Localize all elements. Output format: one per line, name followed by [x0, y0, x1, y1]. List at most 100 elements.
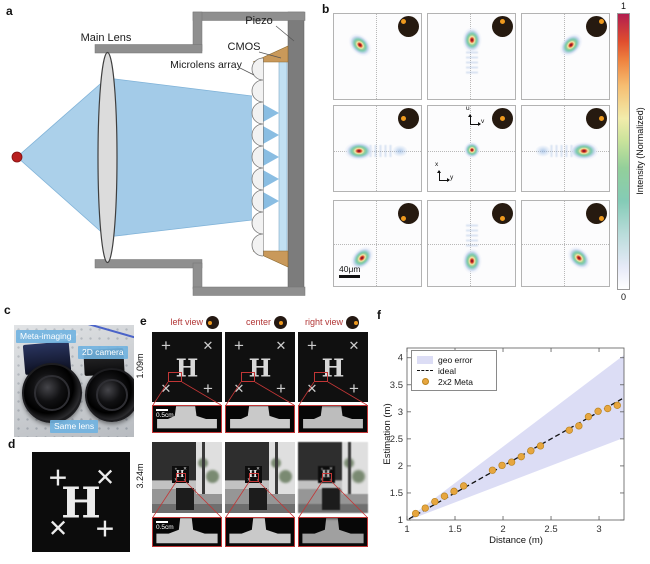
- h-serif-closeup: [303, 406, 363, 429]
- diffraction-ripples: [465, 50, 478, 75]
- psf-cell-center: u v x y: [427, 105, 516, 192]
- meta-data-point: [584, 413, 593, 421]
- cmos-strip: [278, 56, 288, 256]
- left-aperture-icon: [206, 316, 219, 329]
- diffraction-ripples: [549, 145, 576, 158]
- bright-window: [196, 442, 222, 494]
- h-serif-closeup: [230, 406, 290, 429]
- mark-cross: ✕: [183, 466, 187, 471]
- psf-cell-top-left: [333, 13, 422, 100]
- crosshair-hline: [522, 243, 609, 245]
- legend-meta: 2x2 Meta: [417, 376, 491, 387]
- legend-geo-error: geo error: [417, 354, 491, 365]
- legend-label: 2x2 Meta: [438, 376, 473, 387]
- aperture-icon: [492, 16, 513, 37]
- converging-beam: [107, 78, 252, 237]
- right-aperture-icon: [346, 316, 359, 329]
- x-tick-label: 3: [596, 524, 601, 535]
- mark-plus: +: [203, 379, 213, 398]
- aperture-icon: [398, 16, 419, 37]
- mark-cross: ✕: [348, 338, 360, 353]
- u-axis-label: u: [466, 105, 470, 112]
- target-cross-mark: ✕: [94, 464, 116, 492]
- window-frame: [275, 442, 278, 494]
- aperture-icon: [492, 203, 513, 224]
- meta-data-point: [440, 492, 449, 500]
- psf-grid: u v x y 40μm: [333, 13, 610, 287]
- panel-f-label: f: [377, 308, 381, 322]
- panel-a-label: a: [6, 4, 13, 18]
- meta-data-point: [527, 447, 535, 455]
- equipment: [176, 488, 194, 510]
- v-axis-label: v: [481, 118, 485, 125]
- photo-1m-right: + ✕ H ✕ +: [298, 332, 368, 402]
- mark-cross: ✕: [329, 466, 333, 471]
- dot-swatch-icon: [417, 378, 433, 385]
- zoom-roi-box: [314, 372, 328, 382]
- mark-h: H: [175, 470, 185, 480]
- crosshair-hline: [334, 243, 421, 245]
- chart-legend: geo error ideal 2x2 Meta: [411, 350, 497, 391]
- point-source-dot: [11, 151, 23, 163]
- crop-1m-center: [225, 405, 295, 433]
- psf-blob: [554, 29, 587, 62]
- meta-data-point: [421, 504, 429, 512]
- center-aperture-icon: [274, 316, 287, 329]
- mark-cross: ✕: [202, 338, 214, 353]
- meta-data-point: [508, 458, 516, 466]
- main-lens-shape: [97, 51, 118, 264]
- panel-b-label: b: [322, 2, 330, 16]
- meta-data-point: [450, 487, 458, 495]
- xy-axes-icon: x y: [435, 161, 457, 184]
- calibration-target: + ✕ H ✕ +: [32, 452, 130, 552]
- mark-cross: ✕: [275, 338, 287, 353]
- 2d-camera-lens: [85, 368, 134, 422]
- multiview-panel: e left view center right view 1.09m 3.24…: [130, 300, 380, 558]
- label-pointers: [239, 25, 295, 76]
- meta-data-point: [488, 466, 497, 474]
- right-view-label: right view: [304, 317, 343, 327]
- photo-1m-center: + ✕ H ✕ +: [225, 332, 295, 402]
- y-tick-label: 3.5: [390, 380, 403, 391]
- x-axis-label: x: [435, 161, 439, 168]
- colorbar: [617, 13, 630, 290]
- mark-cross: ✕: [306, 381, 318, 396]
- plant: [352, 470, 365, 483]
- target-h-mark: H: [61, 478, 101, 528]
- scale-bar-line: [339, 275, 360, 278]
- y-axis-label: Estimation (m): [382, 403, 393, 465]
- equipment: [249, 488, 267, 510]
- meta-data-point: [575, 422, 583, 430]
- mark-h: H: [248, 470, 258, 480]
- dashed-line-swatch-icon: [417, 370, 433, 371]
- crosshair-vline: [563, 106, 565, 191]
- ghost-psf: [392, 145, 409, 158]
- meta-data-point: [536, 442, 545, 450]
- crosshair-hline: [428, 243, 515, 245]
- colorbar-min: 0: [620, 292, 626, 302]
- mark-cross: ✕: [256, 466, 260, 471]
- ghost-psf: [534, 145, 551, 158]
- distance-row-label-2: 3.24m: [135, 463, 145, 489]
- panel-e-label: e: [140, 314, 147, 328]
- diffraction-ripples: [367, 145, 394, 158]
- mark-plus: +: [161, 336, 171, 355]
- crop-3m-center: [225, 517, 295, 547]
- diffraction-ripples: [465, 223, 478, 247]
- zoom-roi-box: [249, 473, 259, 482]
- aperture-icon: [398, 203, 419, 224]
- y-tick-label: 1.5: [390, 488, 403, 499]
- photo-1m-left: + ✕ H ✕ +: [152, 332, 222, 402]
- zoom-roi-box: [241, 372, 255, 382]
- target-cross-mark: ✕: [47, 515, 69, 543]
- legend-label: ideal: [438, 365, 456, 376]
- meta-data-point: [594, 407, 602, 415]
- psf-cell-middle-left: [333, 105, 422, 192]
- equipment: [322, 488, 340, 510]
- meta-data-point: [498, 461, 506, 470]
- psf-cell-top-right: [521, 13, 610, 100]
- colorbar-max: 1: [620, 1, 626, 11]
- zoom-roi-box: [322, 473, 332, 482]
